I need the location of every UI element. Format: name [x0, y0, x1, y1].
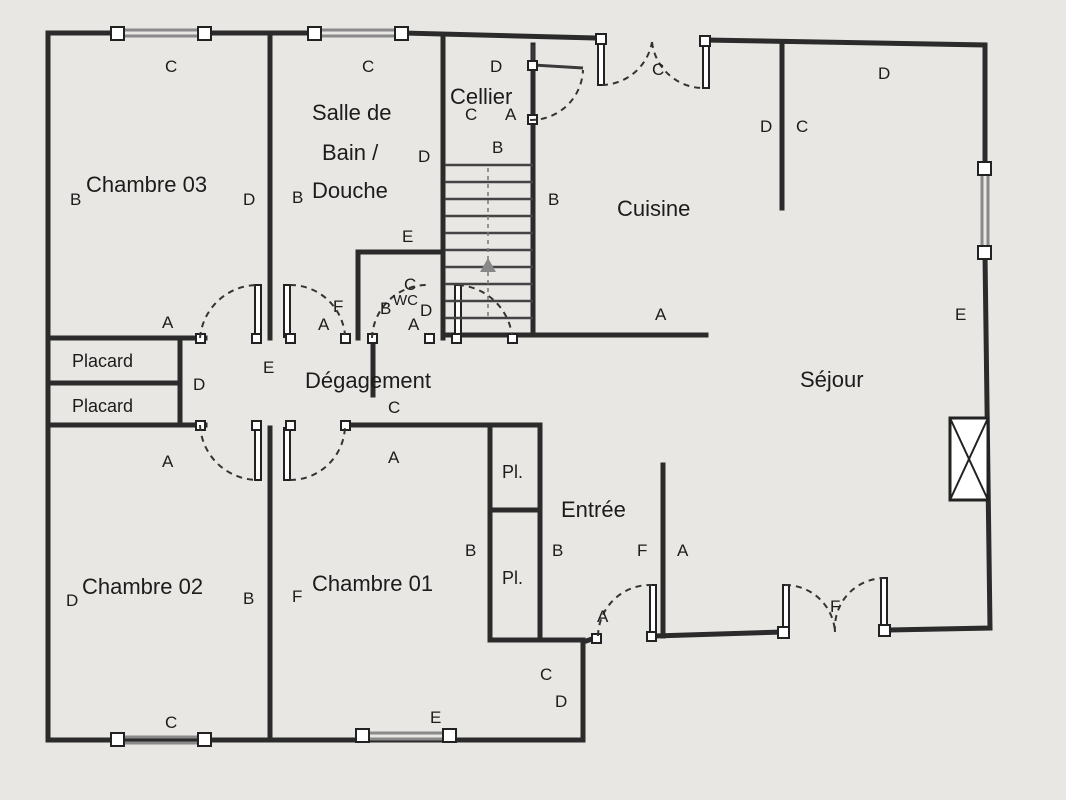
room-label-chambre-02: Chambre 02 [82, 574, 203, 599]
wall-label: A [597, 607, 609, 626]
wall-label: C [404, 275, 416, 294]
room-label-entree: Entrée [561, 497, 626, 522]
room-label-salle-de-bain-line1: Salle de [312, 100, 392, 125]
wall-label: D [490, 57, 502, 76]
wall-label: B [292, 188, 303, 207]
wall-label: E [263, 358, 274, 377]
wall-label: A [162, 313, 174, 332]
room-label-placard-1: Placard [72, 351, 133, 371]
wall-label: A [162, 452, 174, 471]
wall-label: D [760, 117, 772, 136]
room-label-chambre-03: Chambre 03 [86, 172, 207, 197]
room-label-cuisine: Cuisine [617, 196, 690, 221]
wall-label: A [655, 305, 667, 324]
room-label-salle-de-bain-line2: Bain / [322, 140, 379, 165]
wall-label: F [830, 597, 840, 616]
wall-label: F [292, 587, 302, 606]
wall-label: C [388, 398, 400, 417]
wall-label: C [652, 60, 664, 79]
room-label-sejour: Séjour [800, 367, 864, 392]
wall-label: B [70, 190, 81, 209]
wall-label: C [165, 713, 177, 732]
wall-label: A [505, 105, 517, 124]
wall-label: E [402, 227, 413, 246]
wall-label: D [418, 147, 430, 166]
wall-label: A [408, 315, 420, 334]
wall-label: A [318, 315, 330, 334]
room-label-wc: WC [393, 292, 418, 309]
wall-label: E [430, 708, 441, 727]
exterior-walls [45, 30, 993, 743]
windows [110, 26, 992, 747]
wall-label: B [492, 138, 503, 157]
wall-label: B [243, 589, 254, 608]
room-label-cellier: Cellier [450, 84, 512, 109]
wall-label: D [66, 591, 78, 610]
wall-label: C [540, 665, 552, 684]
wall-label: D [193, 375, 205, 394]
door-leaves [195, 33, 891, 644]
wall-label: D [420, 301, 432, 320]
wall-label: B [465, 541, 476, 560]
wall-label: D [878, 64, 890, 83]
room-label-placard-2: Placard [72, 396, 133, 416]
wall-type-labels: C B D A C B D E A F D C A B B C B D A D … [66, 57, 966, 732]
wall-label: A [388, 448, 400, 467]
wall-label: C [165, 57, 177, 76]
wall-label: E [955, 305, 966, 324]
wall-label: B [552, 541, 563, 560]
room-label-pl-1: Pl. [502, 462, 523, 482]
wall-label: C [465, 105, 477, 124]
wall-label: A [677, 541, 689, 560]
wall-label: F [333, 297, 343, 316]
wall-label: D [243, 190, 255, 209]
staircase [445, 163, 533, 320]
wall-label: B [548, 190, 559, 209]
door-swings [199, 41, 885, 637]
wall-label: C [796, 117, 808, 136]
room-label-degagement: Dégagement [305, 368, 431, 393]
wall-label: F [637, 541, 647, 560]
room-label-pl-2: Pl. [502, 568, 523, 588]
wall-label: D [555, 692, 567, 711]
wall-label: C [362, 57, 374, 76]
chimney-shaft [948, 416, 990, 502]
room-label-salle-de-bain-line3: Douche [312, 178, 388, 203]
wall-label: B [380, 299, 391, 318]
room-label-chambre-01: Chambre 01 [312, 571, 433, 596]
